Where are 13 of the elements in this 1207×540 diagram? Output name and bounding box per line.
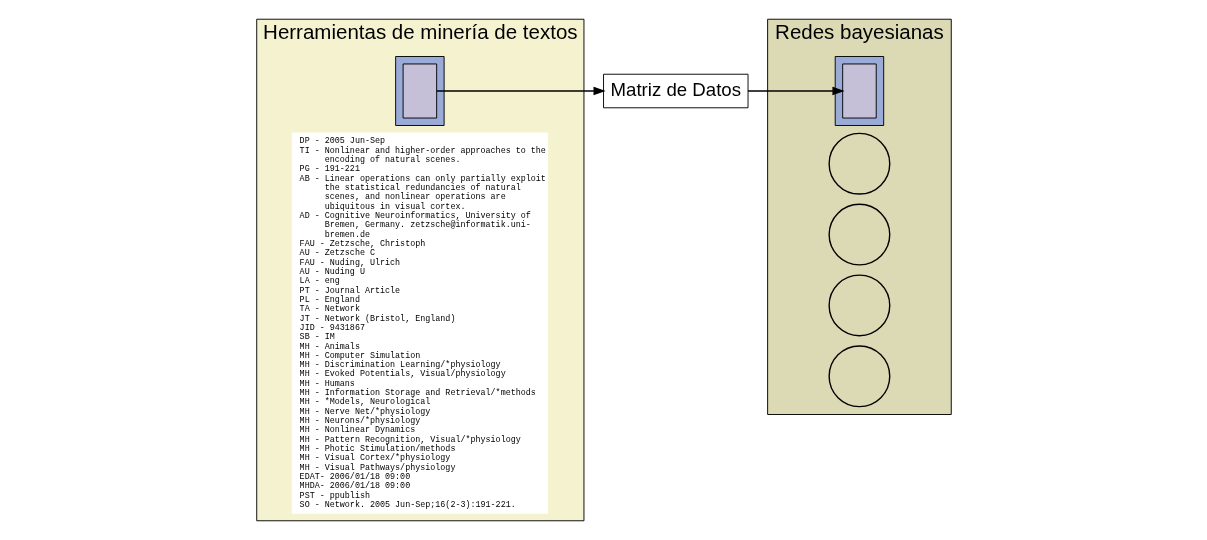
node-circle <box>827 345 890 408</box>
cluster: Redes bayesianas <box>766 18 952 415</box>
node-box <box>841 63 877 119</box>
arrow <box>746 86 845 96</box>
cluster <box>394 56 445 126</box>
cluster <box>834 56 884 126</box>
node-box: Matriz de Datos <box>602 73 748 109</box>
node-box: DP - 2005 Jun-Sep TI - Nonlinear and higher-order approaches to the encoding of natural scenes. PG - 191-221 AB - Linear operations can only partially exploit the statistical redundancies of natural scenes, and nonlinear operations are ubiquitous in visual cortex. AD - Cognitive Neuroinformatics, University of Bremen, Germany. zetzsche@informatik.uni-bremen.de FAU - Zetzsche, Christoph AU - Zetzsche C FAU - Nuding, Ulrich AU - Nuding U LA - eng PT - Journal Article PL - England TA - Network JT - Network (Bristol, England) JID - 9431867 SB - IM MH - Animals MH - Computer Simulation MH - Discrimination Learning/*physiology MH - Evoked Potentials, Visual/physiology MH - Humans MH - Information Storage and Retrieval/*methods MH - *Models, Neurological MH - Nerve Net/*physiology MH - Neurons/*physiology MH - Nonlinear Dynamics MH - Pattern Recognition, Visual/*physiology MH - Photic Stimulation/methods MH - Visual Cortex/*physiology MH - Visual Pathways/physiology EDAT- 2006/01/18 09:00 MHDA- 2006/01/18 09:00 PST - ppublish SO - Network. 2005 Jun-Sep;16(2-3):191-221. <box>291 132 548 514</box>
node-circle <box>827 274 890 337</box>
node-circle <box>827 132 890 195</box>
arrow <box>435 86 606 96</box>
node-circle <box>827 203 890 266</box>
node-box <box>402 63 437 119</box>
